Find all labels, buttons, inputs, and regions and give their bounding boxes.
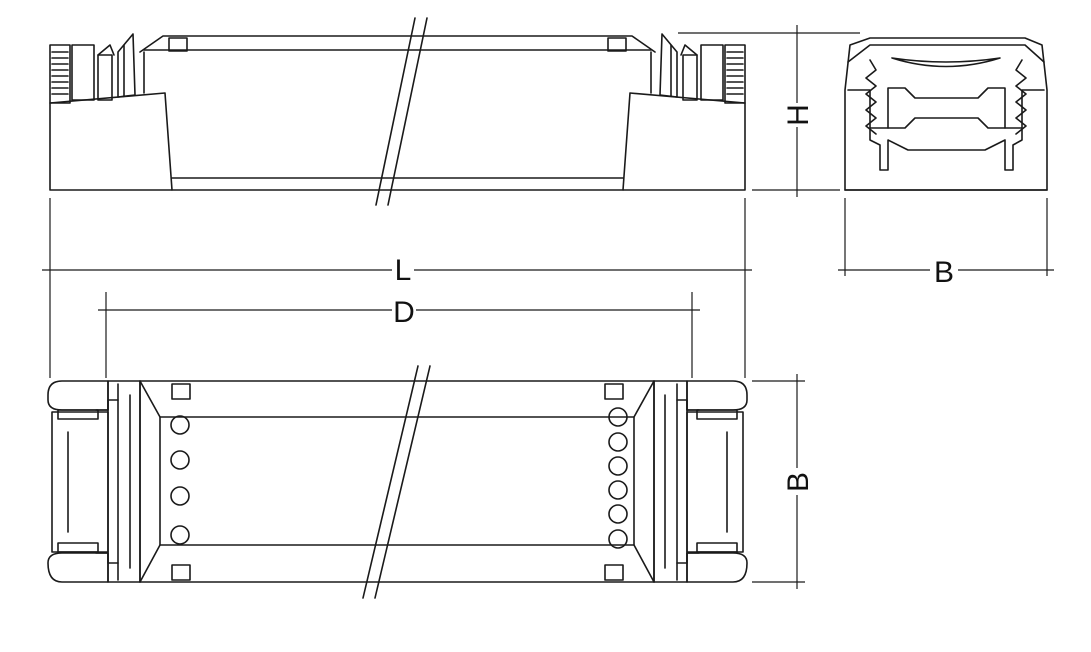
dimension-lines (42, 25, 1054, 589)
dim-label-width-top: B (782, 472, 815, 492)
top-view (47, 380, 748, 583)
dim-label-length: L (395, 254, 412, 287)
front-view (49, 33, 746, 191)
break-lines (362, 17, 431, 599)
dim-label-height: H (782, 104, 815, 126)
dim-label-distance: D (393, 296, 415, 329)
side-view (844, 37, 1048, 191)
dim-label-width-side: B (934, 256, 954, 289)
